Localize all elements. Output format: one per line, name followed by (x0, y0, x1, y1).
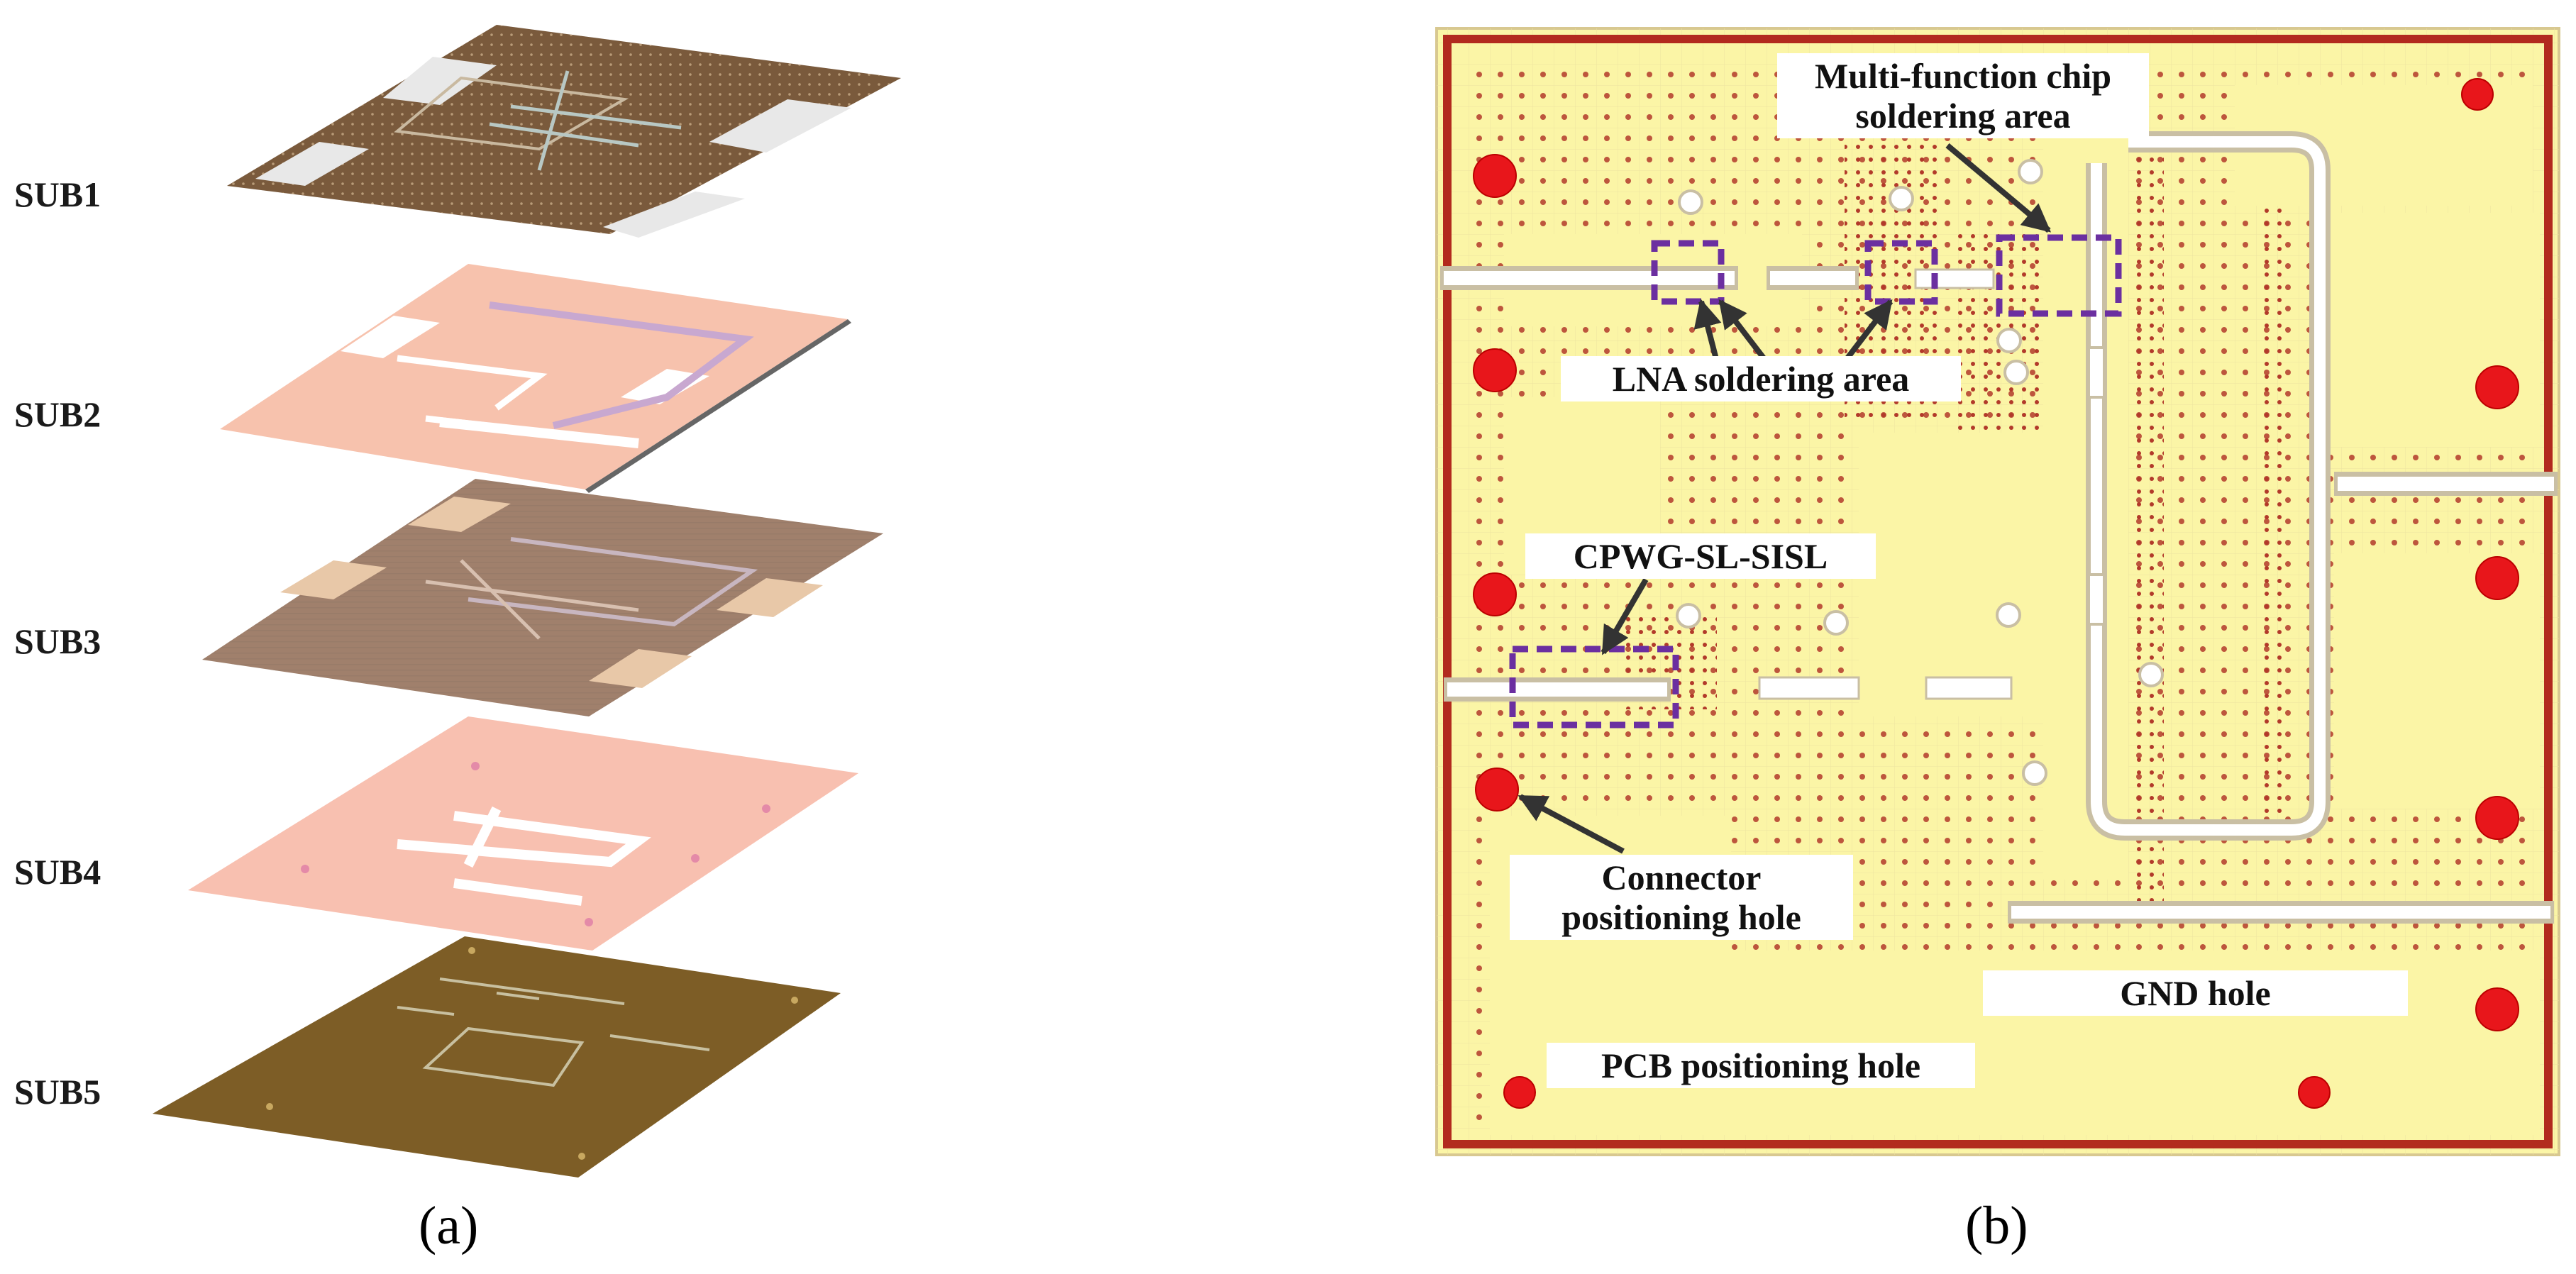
sub1-label: SUB1 (14, 175, 101, 214)
bond-pads (1676, 159, 2164, 786)
sub4-label: SUB4 (14, 852, 101, 892)
sub2-layer (220, 264, 851, 493)
gnd-hole-label: GND hole (1983, 970, 2408, 1016)
transmission-lines (1440, 266, 2558, 924)
caption-a: (a) (419, 1196, 479, 1256)
caption-b: (b) (1965, 1196, 2028, 1256)
pcb-board (1435, 27, 2560, 1156)
sub3-layer (202, 479, 883, 716)
positioning-holes (1473, 78, 2519, 1109)
sub5-layer (153, 936, 841, 1178)
multi-function-chip-label: Multi-function chip soldering area (1777, 53, 2149, 138)
sub5-label: SUB5 (14, 1072, 101, 1112)
dashed-regions (1509, 234, 2122, 729)
layer-stack (40, 25, 901, 1178)
sub4-layer (40, 716, 858, 951)
sub3-label: SUB3 (14, 621, 101, 661)
cpwg-sl-sisl-label: CPWG-SL-SISL (1525, 533, 1876, 579)
pcb-hole-label: PCB positioning hole (1547, 1043, 1975, 1088)
connector-hole-label: Connector positioning hole (1510, 855, 1853, 940)
callout-arrows (1518, 143, 2052, 854)
sub1-layer (227, 25, 901, 238)
sub2-label: SUB2 (14, 394, 101, 434)
lna-soldering-label: LNA soldering area (1561, 356, 1961, 401)
